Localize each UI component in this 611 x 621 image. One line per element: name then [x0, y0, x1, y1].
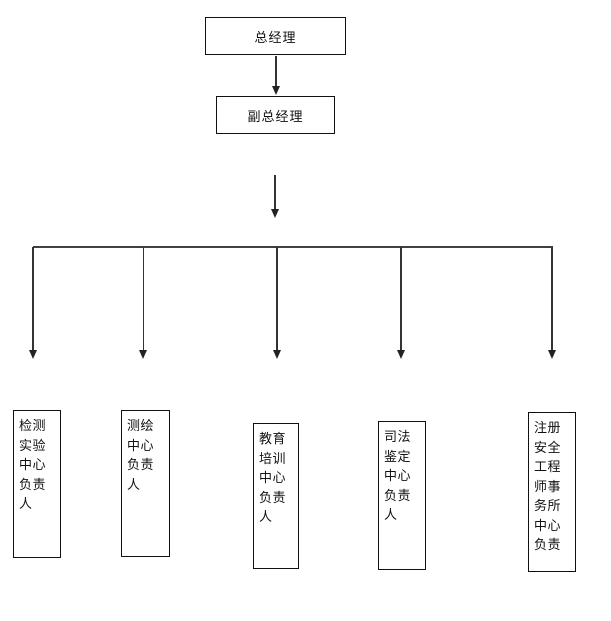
branch-arrowhead-1-icon: [28, 350, 37, 359]
branch-arrowhead-5-icon: [547, 350, 556, 359]
department-box-surveying-center: 测绘 中心 负责 人: [121, 410, 170, 557]
branch-line-1: [32, 247, 34, 351]
branch-arrowhead-2-icon: [139, 350, 147, 359]
department-box-registered-safety-engineer-office-center: 注册 安全 工程 师事 务所 中心 负责: [528, 412, 576, 572]
connector-deputy-to-branch-arrowhead-icon: [270, 209, 279, 218]
branch-line-3: [276, 247, 278, 351]
department-box-testing-lab-center: 检测 实验 中心 负责 人: [13, 410, 61, 558]
connector-deputy-to-branch-line: [274, 175, 276, 211]
branch-line-2: [142, 247, 145, 351]
connector-root-to-deputy-arrowhead-icon: [271, 86, 280, 95]
branch-line-5: [551, 247, 553, 351]
department-box-education-training-center: 教育 培训 中心 负责 人: [253, 423, 299, 569]
branch-arrowhead-4-icon: [396, 350, 405, 359]
branch-arrowhead-3-icon: [272, 350, 281, 359]
department-box-judicial-appraisal-center: 司法 鉴定 中心 负责 人: [378, 421, 426, 570]
deputy-node-deputy-general-manager: 副总经理: [216, 96, 335, 134]
branch-line-4: [400, 247, 402, 351]
connector-root-to-deputy-line: [275, 56, 277, 87]
root-node-general-manager: 总经理: [205, 17, 346, 55]
branch-bus-line: [33, 245, 553, 248]
